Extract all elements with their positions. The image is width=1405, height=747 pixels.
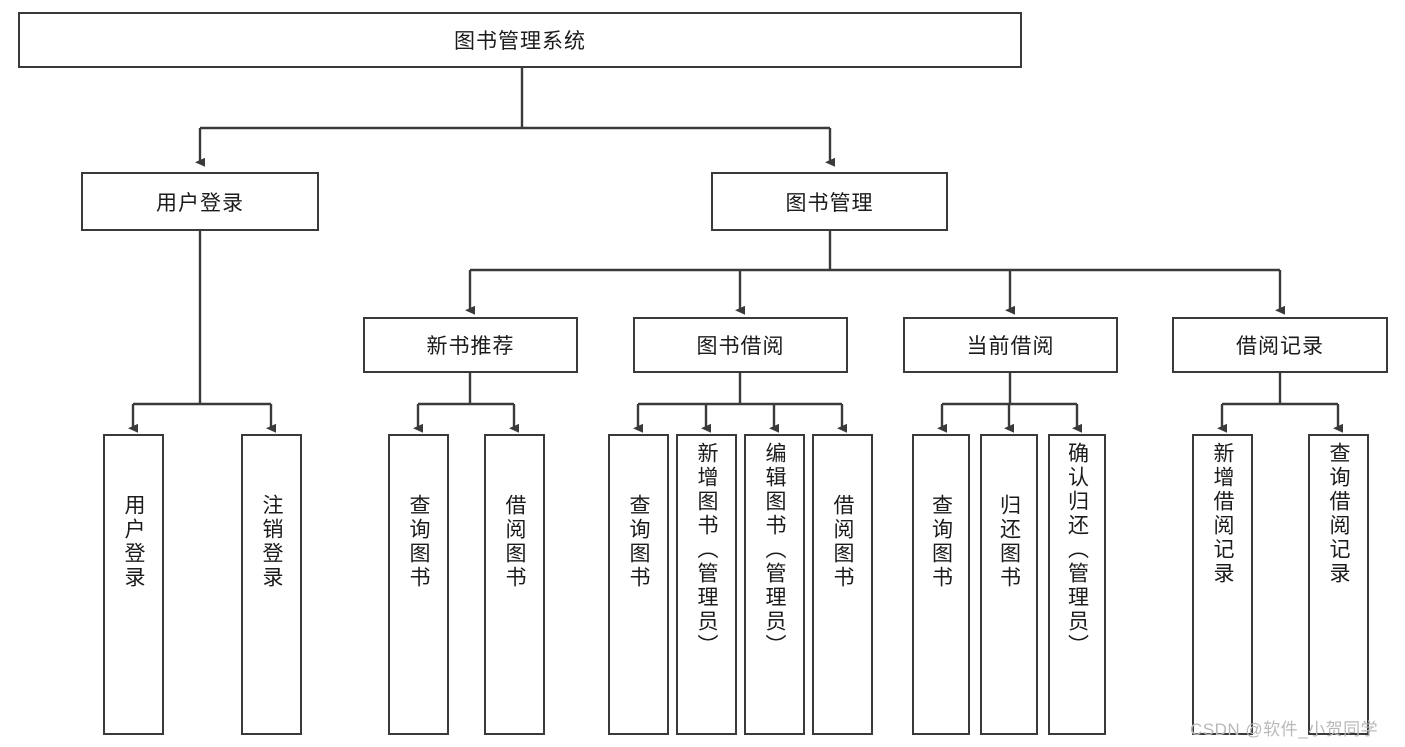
node-label: 借阅图书 (831, 494, 854, 590)
node-book-borrow[interactable]: 图书借阅 (633, 317, 848, 373)
node-root-book-management-system[interactable]: 图书管理系统 (18, 12, 1022, 68)
node-book-management[interactable]: 图书管理 (711, 172, 948, 231)
leaf-query-book-current[interactable]: 查询图书 (912, 434, 970, 735)
node-label: 查询图书 (929, 494, 953, 590)
leaf-add-borrow-record[interactable]: 新增借阅记录 (1192, 434, 1253, 735)
node-label: 查询图书 (627, 494, 650, 590)
node-label: 确认归还（管理员） (1065, 442, 1089, 658)
node-label: 注销登录 (260, 494, 283, 590)
node-label: 新增图书（管理员） (695, 442, 718, 658)
node-label: 借阅图书 (503, 494, 526, 590)
node-label: 图书借阅 (696, 335, 785, 358)
leaf-query-book-borrow[interactable]: 查询图书 (608, 434, 669, 735)
leaf-add-book-admin[interactable]: 新增图书（管理员） (676, 434, 737, 735)
node-label: 编辑图书（管理员） (763, 442, 786, 658)
node-label: 用户登录 (156, 191, 244, 215)
leaf-return-book[interactable]: 归还图书 (980, 434, 1038, 735)
node-label: 新增借阅记录 (1211, 442, 1234, 586)
leaf-borrow-book-recommend[interactable]: 借阅图书 (484, 434, 545, 735)
node-label: 借阅记录 (1236, 335, 1324, 358)
node-current-borrow[interactable]: 当前借阅 (903, 317, 1118, 373)
node-borrow-record[interactable]: 借阅记录 (1172, 317, 1388, 373)
node-label: 查询图书 (407, 494, 430, 590)
leaf-confirm-return-admin[interactable]: 确认归还（管理员） (1048, 434, 1106, 735)
leaf-query-borrow-record[interactable]: 查询借阅记录 (1308, 434, 1369, 735)
node-label: 图书管理系统 (454, 30, 586, 53)
node-label: 归还图书 (997, 494, 1021, 590)
node-label: 当前借阅 (966, 335, 1055, 358)
node-label: 查询借阅记录 (1327, 442, 1350, 586)
node-label: 新书推荐 (426, 335, 515, 358)
node-label: 图书管理 (785, 191, 874, 215)
node-new-book-recommend[interactable]: 新书推荐 (363, 317, 578, 373)
leaf-logout-login[interactable]: 注销登录 (241, 434, 302, 735)
leaf-borrow-book[interactable]: 借阅图书 (812, 434, 873, 735)
leaf-edit-book-admin[interactable]: 编辑图书（管理员） (744, 434, 805, 735)
leaf-query-book-recommend[interactable]: 查询图书 (388, 434, 449, 735)
node-label: 用户登录 (122, 494, 145, 590)
leaf-user-login[interactable]: 用户登录 (103, 434, 164, 735)
node-user-login[interactable]: 用户登录 (81, 172, 319, 231)
watermark: CSDN @软件_小贺同学 (1190, 720, 1379, 739)
